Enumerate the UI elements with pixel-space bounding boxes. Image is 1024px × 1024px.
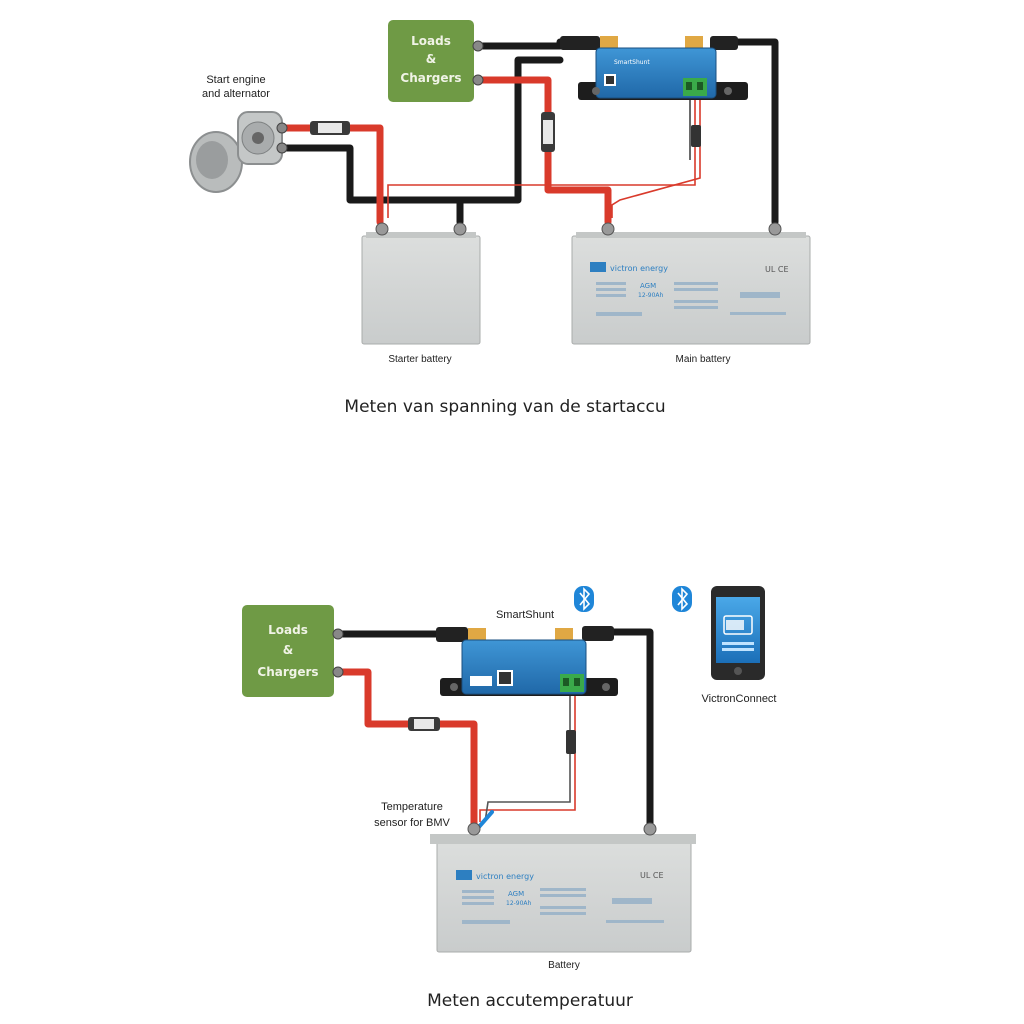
chargers-label-2: Chargers — [257, 665, 318, 679]
smartshunt-label: SmartShunt — [496, 609, 554, 621]
fuse-engine — [310, 121, 350, 135]
fuse-sense-2 — [566, 730, 576, 754]
caption-2: Meten accutemperatuur — [427, 991, 633, 1011]
smartshunt-2 — [436, 626, 618, 696]
fuse-sense — [691, 125, 701, 147]
loads-chargers-box-2: Loads & Chargers — [242, 605, 344, 697]
svg-text:UL CE: UL CE — [765, 265, 789, 274]
chargers-label-1: Chargers — [400, 71, 461, 85]
sensor-label-line1: Temperature — [381, 801, 443, 813]
main-battery-voltage: 12-90Ah — [638, 292, 664, 299]
main-battery: victron energy AGM 12-90Ah UL CE — [571, 222, 811, 345]
phone-icon — [711, 586, 765, 680]
black-cables-2 — [336, 628, 654, 828]
main-battery-type: AGM — [640, 282, 656, 290]
battery-2-type: AGM — [508, 890, 524, 898]
engine-label-line1: Start engine — [206, 74, 265, 86]
main-battery-label: Main battery — [675, 354, 730, 365]
svg-text:UL CE: UL CE — [640, 871, 664, 880]
bluetooth-icon — [574, 586, 594, 612]
shunt-name-1: SmartShunt — [614, 59, 650, 66]
battery-2-brand: victron energy — [476, 872, 534, 881]
fuse-loads-2 — [408, 717, 440, 731]
caption-1: Meten van spanning van de startaccu — [344, 397, 665, 417]
loads-label-1: Loads — [411, 34, 451, 48]
battery-label: Battery — [548, 960, 580, 971]
red-cables-2 — [336, 668, 478, 828]
starter-battery-label: Starter battery — [388, 354, 451, 365]
alternator-icon — [189, 111, 288, 193]
victronconnect-label: VictronConnect — [701, 693, 776, 705]
starter-battery — [361, 222, 481, 345]
ampersand-label-2: & — [283, 643, 293, 657]
temperature-sensor — [476, 810, 494, 830]
battery-2-voltage: 12-90Ah — [506, 900, 532, 907]
loads-label-2: Loads — [268, 623, 308, 637]
engine-label-line2: and alternator — [202, 88, 270, 100]
diagram-2: Loads & Chargers SmartShunt — [242, 586, 777, 1011]
main-battery-brand: victron energy — [610, 264, 668, 273]
diagram-1: Loads & Chargers Start engine and altern… — [189, 20, 811, 417]
battery-2: victron energy AGM 12-90Ah UL CE — [430, 822, 696, 953]
fuse-loads — [541, 112, 555, 152]
bluetooth-icon — [672, 586, 692, 612]
ampersand-label-1: & — [426, 52, 436, 66]
sense-wires-2 — [479, 690, 576, 823]
loads-chargers-box-1: Loads & Chargers — [388, 20, 484, 102]
sensor-label-line2: sensor for BMV — [374, 817, 450, 829]
smartshunt-1: SmartShunt — [560, 36, 748, 100]
